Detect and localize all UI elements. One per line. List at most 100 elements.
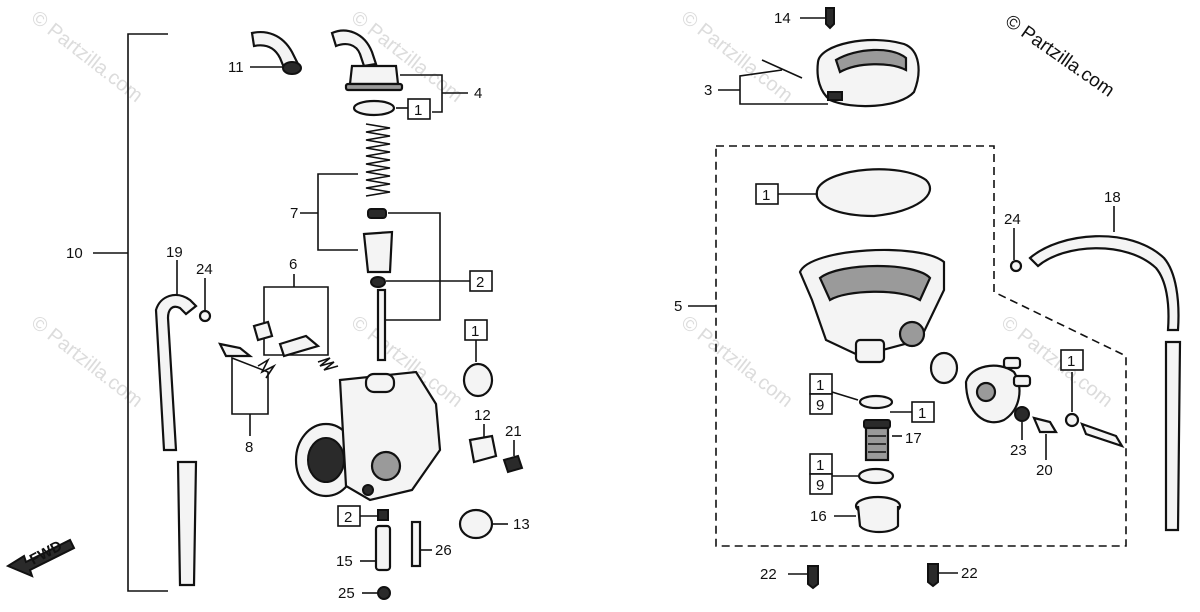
part-1-o-ring <box>462 362 494 398</box>
callout-15: 15 <box>336 553 353 570</box>
part-19-fuel-hose <box>154 293 198 587</box>
callout-24a: 24 <box>196 261 213 278</box>
part-throttle-valve <box>362 230 394 274</box>
box-2a <box>469 270 493 292</box>
leader-2a-bracket <box>384 212 441 321</box>
callout-9b: 9 <box>816 477 824 494</box>
callout-21: 21 <box>505 423 522 440</box>
part-2-o-ring <box>370 276 386 288</box>
fwd-label: FWD <box>27 537 65 568</box>
part-12-fitting <box>468 434 498 464</box>
box-1a <box>407 98 431 120</box>
part-9-washer-lower <box>857 467 895 485</box>
callout-2b: 2 <box>344 509 352 526</box>
callout-1g: 1 <box>1067 353 1075 370</box>
callout-19: 19 <box>166 244 183 261</box>
assembly-box-5 <box>715 145 1127 547</box>
callout-3: 3 <box>704 82 712 99</box>
callout-10: 10 <box>66 245 83 262</box>
part-4-top-cap <box>330 29 404 92</box>
callout-1c: 1 <box>762 187 770 204</box>
part-carburetor-body <box>294 370 442 502</box>
part-8-spring <box>257 357 277 379</box>
part-20-screw <box>1032 416 1058 434</box>
part-18-drain-hose <box>1028 235 1182 532</box>
callout-4: 4 <box>474 85 482 102</box>
watermarks: © Partzilla.com © Partzilla.com © Partzi… <box>27 7 1117 412</box>
callout-17: 17 <box>905 430 922 447</box>
callout-12: 12 <box>474 407 491 424</box>
callout-23: 23 <box>1010 442 1027 459</box>
box-2b <box>337 505 361 527</box>
part-15-needle-jet <box>374 524 392 572</box>
callout-26: 26 <box>435 542 452 559</box>
box-9b <box>809 473 833 495</box>
copyright-text: © Partzilla.com <box>1001 11 1118 102</box>
part-24-clip-right <box>1009 259 1023 273</box>
callout-6: 6 <box>289 256 297 273</box>
part-needle-clip <box>367 208 387 219</box>
callout-14: 14 <box>774 10 791 27</box>
box-9a <box>809 393 833 415</box>
box-1e <box>911 401 935 423</box>
callout-1a: 1 <box>414 102 422 119</box>
part-8-screw <box>218 342 254 358</box>
leader-7-bracket <box>317 173 358 251</box>
watermark: © Partzilla.com <box>677 312 797 412</box>
callout-2a: 2 <box>476 274 484 291</box>
part-1-top-washer <box>352 99 396 117</box>
callout-13: 13 <box>513 516 530 533</box>
part-25-screw <box>377 586 391 600</box>
part-21-screw <box>502 454 524 474</box>
part-1-small-washer <box>1064 412 1080 428</box>
part-3-filter-cover <box>816 38 920 108</box>
part-2-jet <box>377 509 389 521</box>
part-22-screw-left <box>807 565 819 590</box>
part-9-washer-upper <box>858 394 894 410</box>
part-23-washer <box>1014 406 1030 422</box>
part-3-pin <box>761 59 803 79</box>
box-1g <box>1060 349 1084 371</box>
part-16-drain-plug <box>854 495 902 534</box>
part-1-float-gasket <box>815 168 932 218</box>
part-13-cap <box>458 508 494 540</box>
fwd-arrow: FWD <box>5 537 76 578</box>
callout-1b: 1 <box>471 323 479 340</box>
part-6-nut <box>252 320 274 342</box>
callout-22b: 22 <box>961 565 978 582</box>
box-1b <box>464 319 488 341</box>
part-6-screw <box>278 334 321 358</box>
callout-1d: 1 <box>816 377 824 394</box>
callout-16: 16 <box>810 508 827 525</box>
part-11-elbow-pipe <box>250 31 302 75</box>
part-throttle-spring <box>365 123 391 197</box>
callout-8: 8 <box>245 439 253 456</box>
part-26-slow-jet <box>410 520 422 568</box>
callout-24b: 24 <box>1004 211 1021 228</box>
callout-5: 5 <box>674 298 682 315</box>
box-1c <box>755 183 779 205</box>
part-14-screw <box>825 7 835 30</box>
part-22-screw-right <box>927 563 939 588</box>
bracket-10 <box>127 33 168 592</box>
leader-9a <box>831 391 859 401</box>
callout-1f: 1 <box>816 457 824 474</box>
part-o-ring-bowl <box>929 351 959 385</box>
part-float-bowl <box>798 248 946 364</box>
part-drain-screw <box>1080 422 1125 448</box>
callout-25: 25 <box>338 585 355 602</box>
callout-9a: 9 <box>816 397 824 414</box>
callout-18: 18 <box>1104 189 1121 206</box>
part-24-clip <box>198 309 212 323</box>
part-17-fuel-filter <box>863 419 891 462</box>
part-jet-needle <box>376 288 387 362</box>
leader-8-box <box>231 356 269 415</box>
callout-11: 11 <box>228 59 244 76</box>
callout-22a: 22 <box>760 566 777 583</box>
callout-20: 20 <box>1036 462 1053 479</box>
part-6-spring <box>317 357 339 371</box>
part-valve-assembly <box>964 356 1032 424</box>
callout-1e: 1 <box>918 405 926 422</box>
